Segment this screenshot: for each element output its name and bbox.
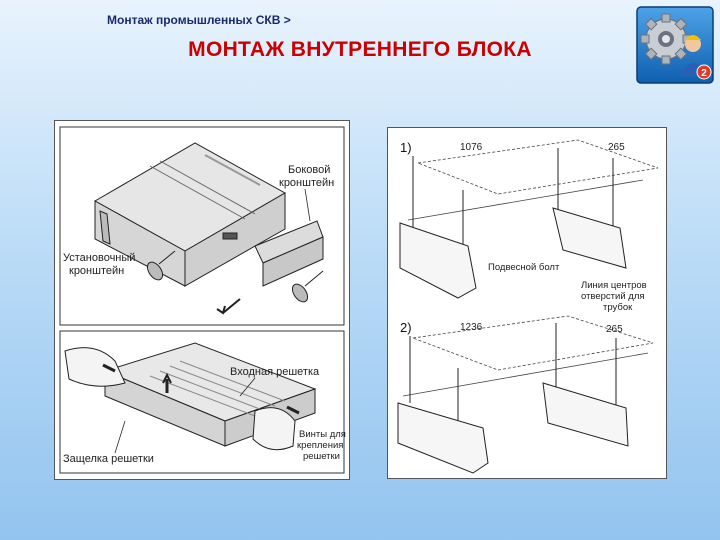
label-grille-latch: Защелка решетки — [63, 453, 154, 465]
logo-badge: 2 — [701, 68, 707, 79]
label-mount-bracket-1: Установочный — [63, 252, 135, 264]
label-centers-3: трубок — [603, 302, 633, 313]
arrow-icon — [222, 298, 241, 314]
label-bolt: Подвесной болт — [488, 262, 560, 273]
label-screws-3: решетки — [303, 451, 340, 462]
suspension-bolt-panel: 1) 1076 265 Подвесной болт Линия центров… — [387, 127, 667, 479]
screwdriver-icon — [146, 250, 324, 303]
dim-side-2: 265 — [606, 324, 623, 335]
label-screws-1: Винты для — [299, 429, 346, 440]
label-mount-bracket-2: кронштейн — [69, 265, 124, 277]
step-1-number: 1) — [400, 140, 412, 155]
arrow-icon — [286, 405, 300, 415]
gear-worker-logo-icon: 2 — [636, 6, 714, 84]
label-side-bracket-2: кронштейн — [279, 177, 334, 189]
grille-drawing — [64, 342, 317, 451]
ceiling-plane-2 — [402, 315, 654, 397]
breadcrumb[interactable]: Монтаж промышленных СКВ > — [107, 13, 291, 27]
arrow-icon — [102, 363, 116, 373]
bracket-installation-panel: Боковой кронштейн Установочный кронштейн… — [54, 120, 350, 480]
label-screws-2: крепления — [297, 440, 343, 451]
label-centers-2: отверстий для — [581, 291, 645, 302]
page-title: МОНТАЖ ВНУТРЕННЕГО БЛОКА — [188, 38, 532, 61]
dim-main-2: 1236 — [460, 322, 483, 333]
indoor-unit-drawing — [93, 142, 324, 287]
ceiling-plane-1 — [407, 139, 659, 221]
label-intake-grille: Входная решетка — [230, 366, 320, 378]
step-2-number: 2) — [400, 320, 412, 335]
dim-side-1: 265 — [608, 142, 625, 153]
bracket-2 — [397, 382, 629, 474]
label-side-bracket-1: Боковой — [288, 164, 330, 176]
label-centers-1: Линия центров — [581, 280, 647, 291]
dim-main-1: 1076 — [460, 142, 483, 153]
bracket-1 — [399, 207, 627, 299]
